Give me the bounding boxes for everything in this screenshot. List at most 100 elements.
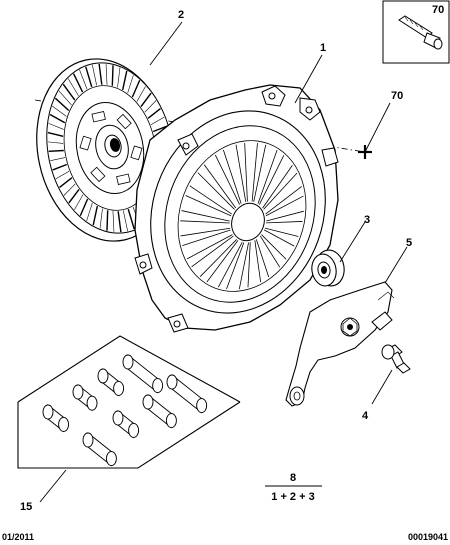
guide-pin xyxy=(142,394,177,429)
guide-pin xyxy=(166,374,208,414)
guide-pin xyxy=(97,368,125,397)
pivot-bolt xyxy=(381,344,411,374)
damper-spring xyxy=(116,173,131,185)
disc-groove xyxy=(131,79,141,98)
disc-groove xyxy=(68,188,80,204)
disc-groove xyxy=(127,208,135,230)
disc-groove xyxy=(86,202,93,222)
pressure-plate-lugs xyxy=(134,85,339,333)
disc-groove xyxy=(92,64,97,86)
diaphragm-finger xyxy=(217,241,245,290)
disc-groove xyxy=(67,78,79,96)
disc-groove xyxy=(121,70,128,91)
release-bearing xyxy=(311,249,345,287)
diaphragm-finger xyxy=(185,185,233,217)
label-bolt-set: 70 xyxy=(391,90,403,102)
disc-groove xyxy=(105,64,108,85)
diaphragm-finger xyxy=(197,164,237,210)
disc-groove xyxy=(50,157,66,161)
disc-groove xyxy=(74,194,84,210)
guide-pin xyxy=(112,410,140,439)
disc-groove xyxy=(99,208,103,229)
disc-groove xyxy=(127,74,134,94)
guide-pins xyxy=(42,354,208,467)
disc-groove xyxy=(123,210,128,232)
label-fork: 5 xyxy=(406,237,412,249)
diaphragm-finger xyxy=(214,149,242,205)
label-bearing: 3 xyxy=(364,214,370,226)
disc-groove xyxy=(54,97,70,112)
disc-groove xyxy=(136,86,146,102)
diaphragm-finger xyxy=(259,234,287,268)
inset-bolt-icon xyxy=(398,15,443,50)
disc-groove xyxy=(79,69,88,90)
disc-groove xyxy=(49,113,66,124)
formula-numerator: 8 xyxy=(290,472,296,484)
diaphragm-finger xyxy=(251,142,267,202)
footer-date: 01/2011 xyxy=(2,532,34,542)
diaphragm-finger xyxy=(180,210,230,224)
disc-groove xyxy=(79,198,89,217)
disc-groove xyxy=(52,163,68,171)
guide-pin xyxy=(122,354,164,394)
disc-groove xyxy=(48,123,64,130)
disc-groove xyxy=(59,177,73,188)
diaphragm-finger xyxy=(180,227,231,246)
disc-groove xyxy=(47,141,64,144)
pressure-plate xyxy=(134,84,339,333)
damper-spring xyxy=(116,113,132,130)
diaphragm-finger xyxy=(235,142,248,202)
pin-kit-box xyxy=(17,335,241,469)
disc-groove xyxy=(47,131,64,138)
footer-reference: 00019041 xyxy=(408,532,448,542)
label-pin-kit: 15 xyxy=(20,501,32,513)
disc-groove xyxy=(111,65,114,86)
diaphragm-finger xyxy=(199,239,239,283)
damper-spring xyxy=(79,135,92,151)
guide-pin xyxy=(72,384,98,412)
disc-groove xyxy=(152,125,168,133)
disc-groove xyxy=(98,63,103,85)
plus-marker-icon xyxy=(358,145,372,159)
disc-groove xyxy=(72,73,84,93)
diaphragm-fingers xyxy=(180,142,304,290)
disc-groove xyxy=(140,92,152,108)
kit-formula: 8 1 + 2 + 3 xyxy=(265,472,322,503)
disc-groove xyxy=(58,90,72,106)
diaphragm-finger xyxy=(266,210,304,224)
damper-springs xyxy=(79,111,143,185)
disc-groove xyxy=(150,116,165,126)
diaphragm-finger xyxy=(186,234,234,268)
label-pressure-plate: 1 xyxy=(320,42,326,54)
disc-groove xyxy=(92,205,99,226)
release-fork xyxy=(285,281,395,407)
disc-groove xyxy=(63,183,76,196)
diaphragm-finger xyxy=(265,186,304,217)
damper-spring xyxy=(90,166,106,183)
disc-groove xyxy=(52,105,67,117)
damper-spring xyxy=(91,111,106,123)
diaphragm-finger xyxy=(257,150,285,205)
formula-denominator: 1 + 2 + 3 xyxy=(271,491,314,503)
guide-pin xyxy=(82,432,117,467)
diaphragm-finger xyxy=(238,242,251,290)
disc-groove xyxy=(62,83,76,101)
label-inset-bolt: 70 xyxy=(432,4,444,16)
bolt-inset-box: 70 xyxy=(382,0,450,64)
disc-groove xyxy=(117,67,121,88)
disc-groove xyxy=(85,66,93,88)
part-labels: 2 1 70 3 5 4 15 xyxy=(20,9,412,513)
disc-groove xyxy=(147,108,161,119)
disc-groove xyxy=(112,211,115,232)
disc-groove xyxy=(106,210,109,231)
disc-groove xyxy=(55,170,70,180)
guide-pin xyxy=(42,404,70,433)
label-disc: 2 xyxy=(178,9,184,21)
disc-groove xyxy=(144,100,157,113)
diaphragm-finger xyxy=(262,164,298,210)
damper-spring xyxy=(130,145,143,161)
diaphragm-finger xyxy=(254,239,270,283)
disc-groove xyxy=(48,149,64,152)
diaphragm-finger xyxy=(264,227,299,247)
